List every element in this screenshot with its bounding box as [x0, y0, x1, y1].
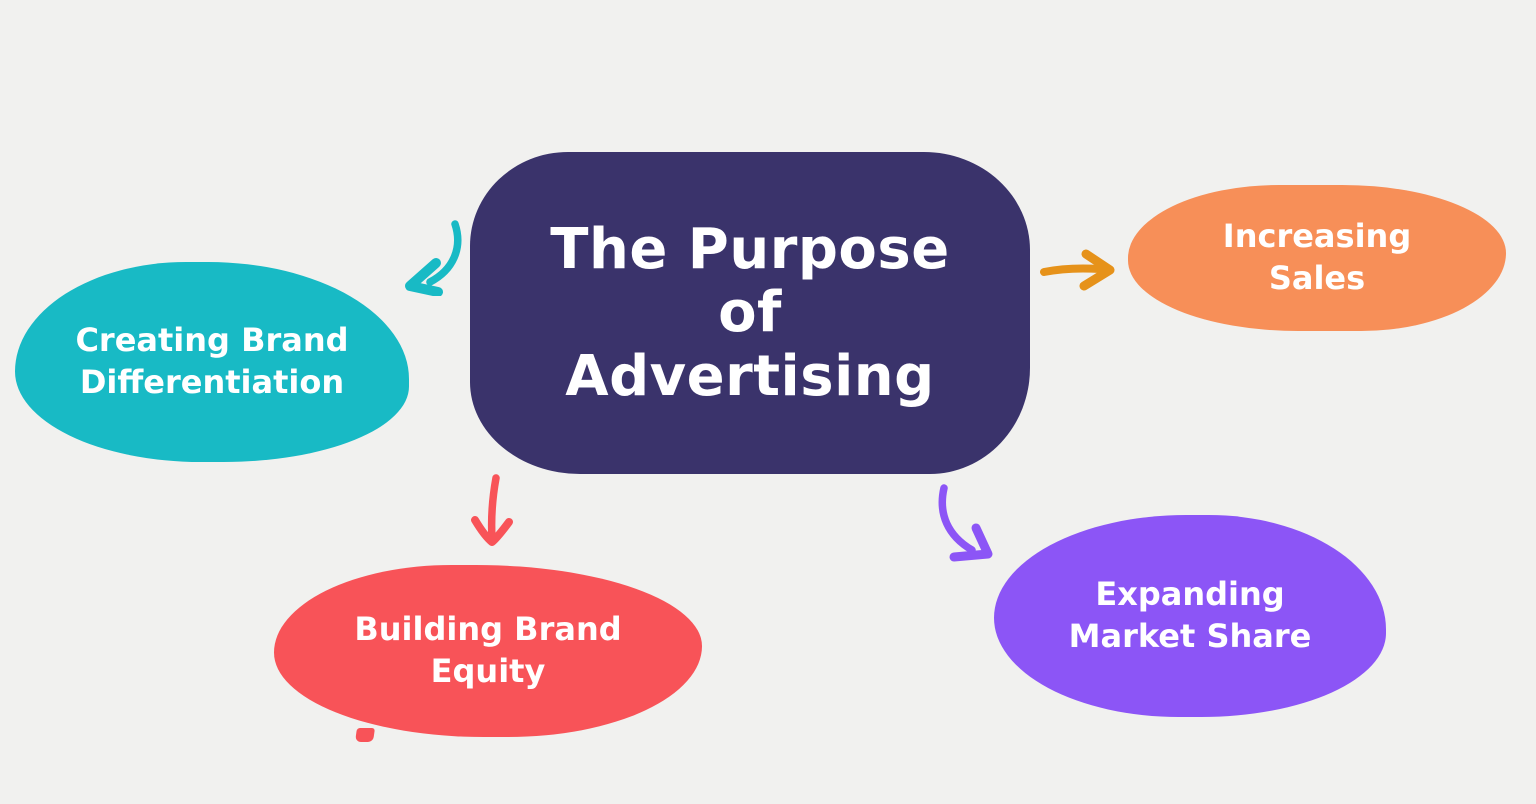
title-line: The Purpose [550, 217, 950, 283]
curved-arrow-to-expanding-market-share-icon [938, 484, 993, 562]
arrow-to-increasing-sales-icon [1040, 249, 1115, 291]
node-increasing-sales: Increasing Sales [1128, 185, 1506, 331]
title-line: Advertising [565, 343, 935, 409]
node-label-line: Equity [430, 652, 546, 690]
center-node-purpose-of-advertising: The Purpose of Advertising [470, 152, 1030, 474]
node-label-line: Creating Brand [75, 321, 349, 360]
node-label: Building Brand Equity [354, 609, 621, 692]
node-label-line: Expanding [1095, 575, 1285, 614]
arrow-to-building-brand-equity-icon [471, 474, 513, 546]
curved-arrow-to-creating-brand-differentiation-icon [405, 220, 462, 296]
node-label-line: Building Brand [354, 610, 622, 649]
node-building-brand-equity: Building Brand Equity [274, 565, 702, 737]
center-node-title: The Purpose of Advertising [550, 218, 949, 408]
node-label: Creating Brand Differentiation [75, 320, 348, 403]
node-label-line: Increasing [1222, 217, 1412, 256]
node-label: Expanding Market Share [1069, 574, 1312, 657]
node-creating-brand-differentiation: Creating Brand Differentiation [15, 262, 409, 462]
node-label-line: Sales [1268, 259, 1366, 297]
node-expanding-market-share: Expanding Market Share [994, 515, 1386, 717]
node-label-line: Differentiation [79, 363, 345, 401]
node-label: Increasing Sales [1223, 216, 1411, 299]
node-label-line: Market Share [1068, 617, 1312, 655]
title-line: of [718, 280, 782, 346]
